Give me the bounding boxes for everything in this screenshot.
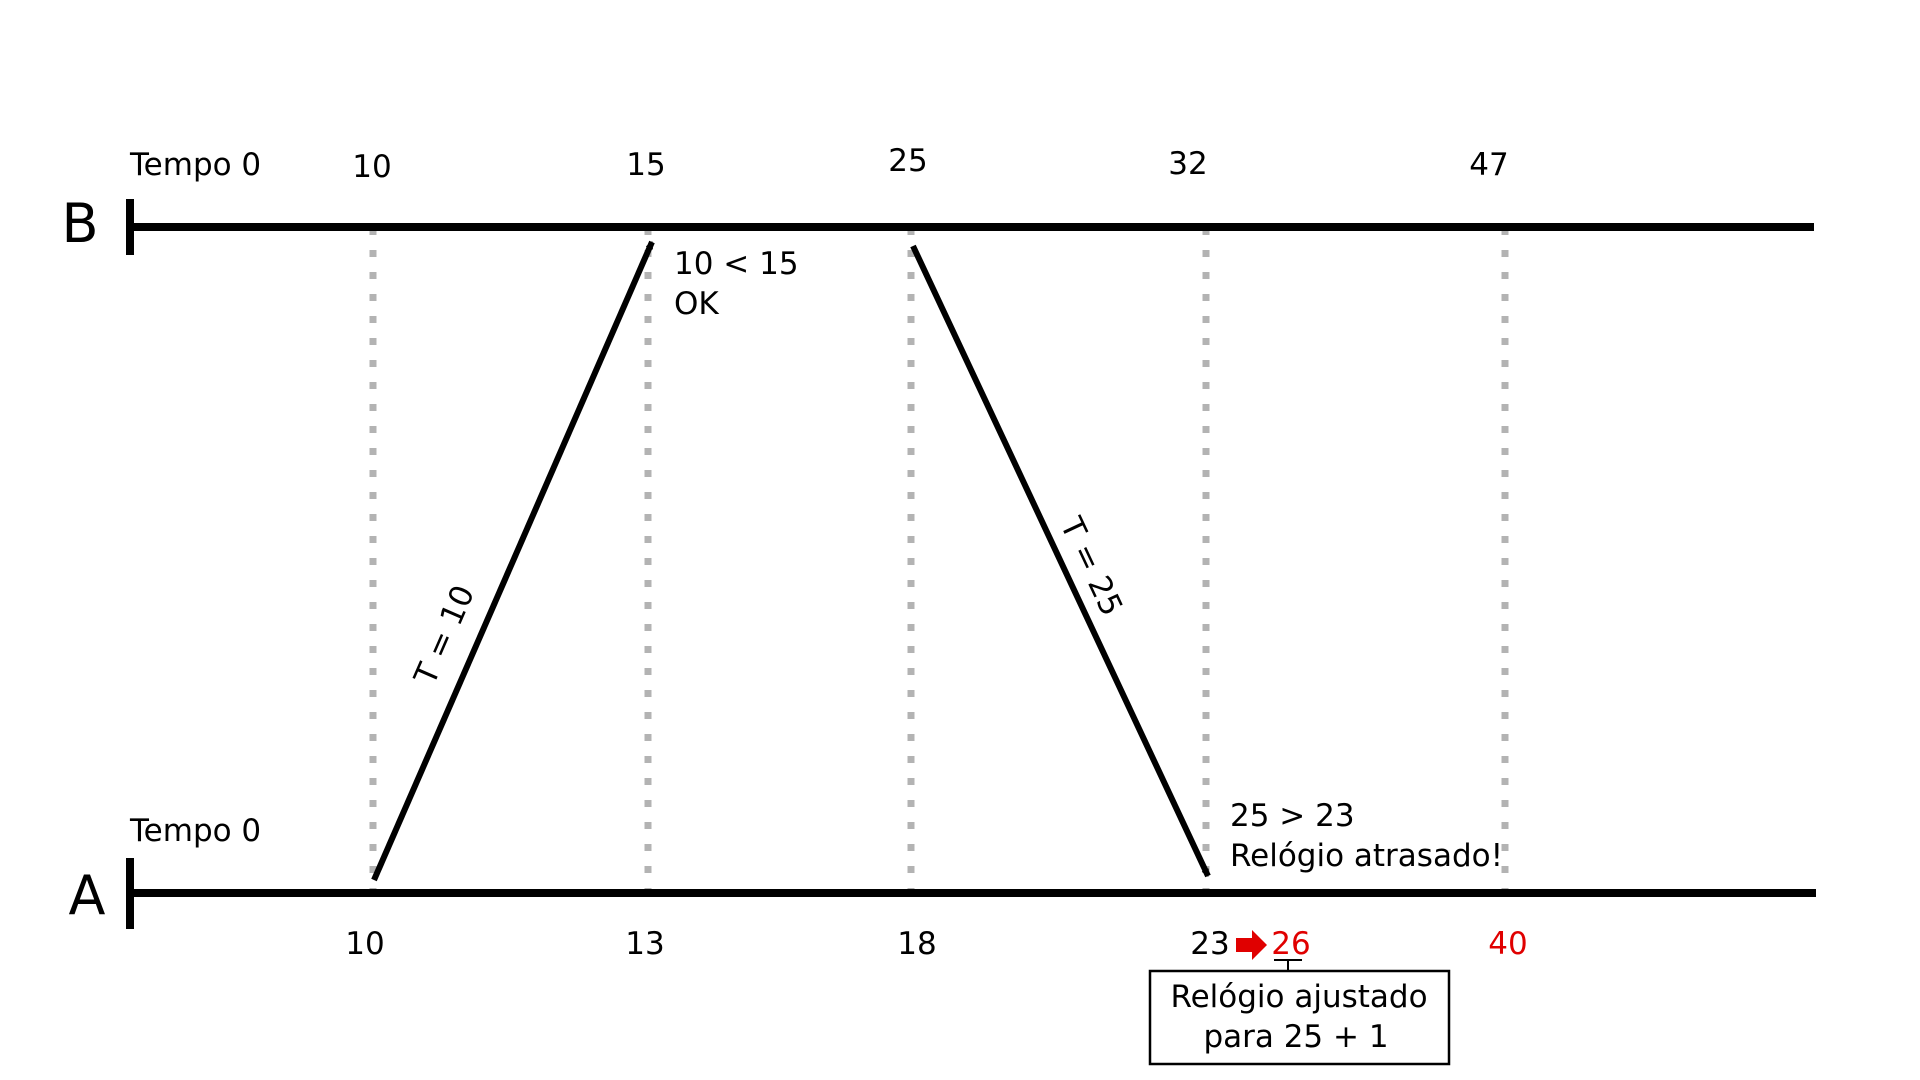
process-b-name: B bbox=[61, 192, 98, 255]
adjust-callout-box bbox=[1148, 969, 1451, 1066]
process-b-tick-10: 10 bbox=[352, 149, 391, 185]
b-check-line-2: OK bbox=[674, 286, 719, 322]
message-arrow-a-to-b bbox=[371, 240, 655, 882]
a-check-line-2: Relógio atrasado! bbox=[1230, 838, 1503, 874]
message-label-a-to-b: T = 10 bbox=[407, 580, 482, 691]
b-check-line-1: 10 < 15 bbox=[674, 246, 799, 282]
process-b-tick-25: 25 bbox=[888, 143, 927, 179]
process-a-tick-18: 18 bbox=[897, 926, 936, 962]
adjust-callout-line-2: para 25 + 1 bbox=[1203, 1019, 1388, 1055]
process-b-start-label: Tempo 0 bbox=[129, 147, 261, 183]
process-a-tick-23: 23 bbox=[1190, 926, 1229, 962]
message-arrow-b-to-a bbox=[910, 244, 1211, 878]
process-b-tick-47: 47 bbox=[1469, 147, 1508, 183]
adjust-arrow-icon bbox=[1236, 930, 1267, 960]
guide-lines bbox=[369, 228, 1509, 892]
process-a-tick-13: 13 bbox=[625, 926, 664, 962]
a-check-line-1: 25 > 23 bbox=[1230, 798, 1355, 834]
process-a-name: A bbox=[69, 864, 106, 927]
process-a-tick-40-adjusted: 40 bbox=[1488, 926, 1527, 962]
process-a-tick-26-adjusted: 26 bbox=[1271, 926, 1310, 962]
process-b-tick-32: 32 bbox=[1168, 146, 1207, 182]
process-a-start-label: Tempo 0 bbox=[129, 813, 261, 849]
process-b-tick-15: 15 bbox=[626, 147, 665, 183]
process-a-tick-10: 10 bbox=[345, 926, 384, 962]
adjust-callout-line-1: Relógio ajustado bbox=[1170, 979, 1427, 1015]
